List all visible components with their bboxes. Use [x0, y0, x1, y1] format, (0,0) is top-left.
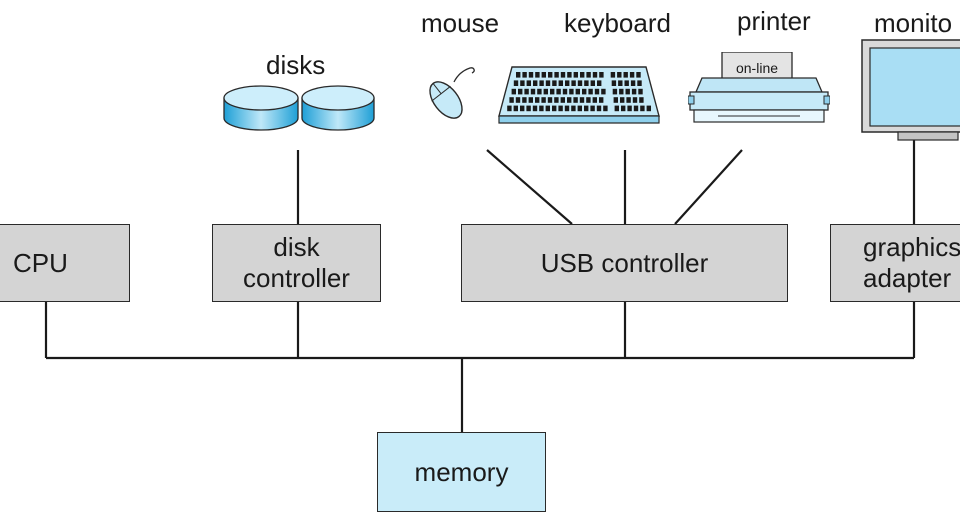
disk-controller-label-line2: controller	[243, 263, 350, 293]
printer-label: printer	[737, 6, 811, 36]
printer-icon: on-line	[688, 52, 830, 128]
disk-icon	[301, 85, 375, 131]
disks-label: disks	[266, 50, 326, 80]
keyboard-label: keyboard	[564, 8, 671, 38]
usb-controller-label: USB controller	[540, 247, 709, 278]
printer-display-text: on-line	[735, 60, 779, 76]
usb-controller-box: USB controller	[461, 224, 788, 302]
disk-icon	[223, 85, 299, 131]
disks-icon	[223, 85, 375, 131]
monitor-label: monito	[874, 8, 953, 38]
graphics-adapter-label-line2: adapter	[863, 263, 952, 293]
graphics-adapter-box: graphics adapter	[830, 224, 960, 302]
cpu-label: CPU	[13, 247, 68, 278]
cpu-box: CPU	[0, 224, 130, 302]
monitor-icon	[861, 39, 960, 141]
disk-controller-label-line1: disk	[273, 232, 320, 262]
mouse-label: mouse	[421, 8, 500, 38]
memory-box: memory	[377, 432, 546, 512]
memory-label: memory	[414, 456, 509, 487]
mouse-icon	[429, 67, 475, 119]
disk-controller-box: disk controller	[212, 224, 381, 302]
keyboard-icon	[498, 66, 660, 124]
graphics-adapter-label-line1: graphics	[863, 232, 960, 262]
